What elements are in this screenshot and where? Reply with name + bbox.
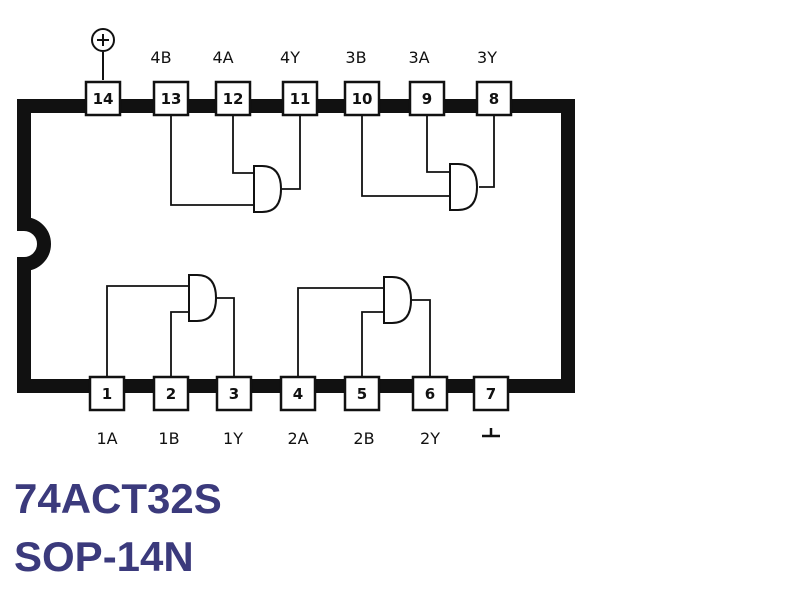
circled-plus-icon [91,28,115,80]
svg-text:8: 8 [489,90,499,108]
svg-text:14: 14 [93,90,114,108]
pin-1: 1 1A [88,375,126,448]
package-name: SOP-14N [14,533,194,580]
pin-13: 13 4B [150,48,190,117]
svg-text:6: 6 [425,385,435,403]
ground-icon [482,428,500,438]
pin-4: 4 2A [279,375,317,448]
svg-text:4: 4 [293,385,303,403]
svg-text:7: 7 [486,385,496,403]
pin-8: 8 3Y [475,48,513,117]
pin-6: 6 2Y [411,375,449,448]
pin-11: 11 4Y [280,48,319,117]
internal-wiring [106,115,495,377]
svg-text:4B: 4B [150,48,171,67]
ic-body [17,99,575,393]
svg-text:3A: 3A [408,48,429,67]
pin-14: 14 [84,80,122,117]
pin-9: 9 3A [408,48,446,117]
svg-text:2: 2 [166,385,176,403]
pin-10: 10 3B [343,48,381,117]
pin-2: 2 1B [152,375,190,448]
svg-text:1B: 1B [158,429,179,448]
svg-text:9: 9 [422,90,432,108]
pin-5: 5 2B [343,375,381,448]
pin-3: 3 1Y [215,375,253,448]
svg-text:12: 12 [223,90,244,108]
svg-text:1A: 1A [96,429,117,448]
svg-text:13: 13 [161,90,182,108]
svg-text:3B: 3B [345,48,366,67]
gate-2-icon [383,276,413,324]
svg-text:1: 1 [102,385,112,403]
svg-text:4A: 4A [212,48,233,67]
svg-text:3: 3 [229,385,239,403]
svg-text:2Y: 2Y [420,429,440,448]
svg-text:11: 11 [290,90,311,108]
pin-7: 7 [472,375,510,412]
gate-4-icon [253,165,283,213]
svg-text:2B: 2B [353,429,374,448]
pin-12: 12 4A [212,48,252,117]
gate-1-icon [188,274,218,322]
gate-3-icon [449,163,479,211]
svg-text:1Y: 1Y [223,429,243,448]
svg-text:5: 5 [357,385,367,403]
svg-text:3Y: 3Y [477,48,497,67]
svg-text:4Y: 4Y [280,48,300,67]
svg-text:10: 10 [352,90,373,108]
part-number: 74ACT32S [14,475,222,522]
svg-text:2A: 2A [287,429,308,448]
